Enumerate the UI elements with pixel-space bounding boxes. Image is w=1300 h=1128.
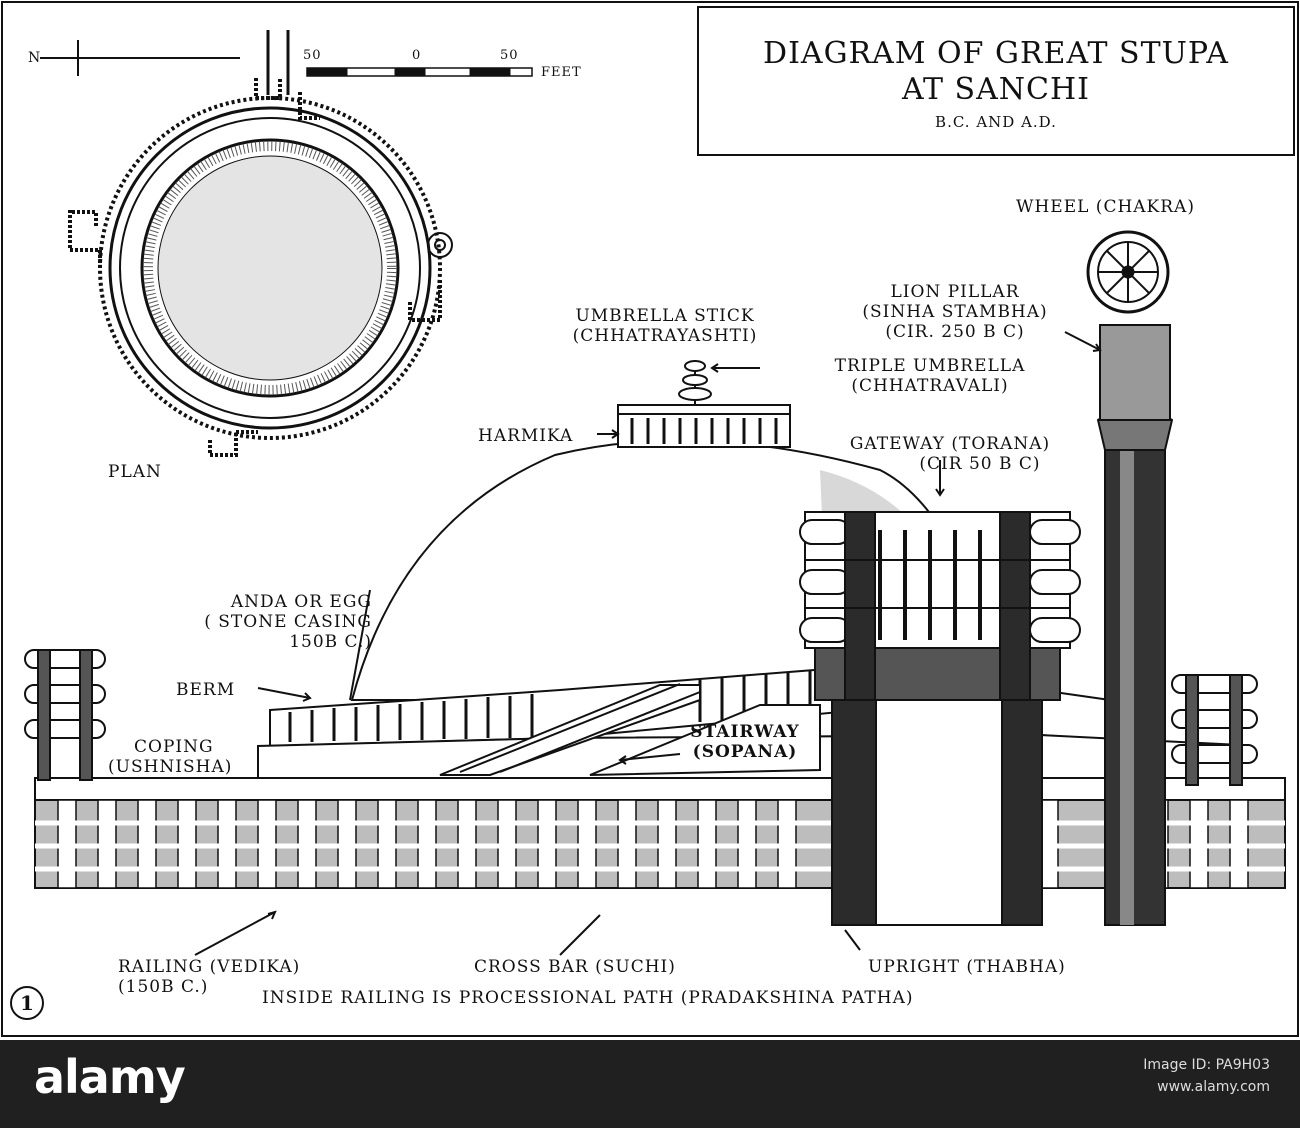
right-side-gateway xyxy=(1171,674,1258,786)
gateway-label: GATEWAY (TORANA) (CIR 50 B C) xyxy=(825,434,1075,474)
wheel-label: WHEEL (CHAKRA) xyxy=(1016,197,1195,217)
stairway-line-2: (SOPANA) xyxy=(692,742,798,762)
upright-label: UPRIGHT (THABHA) xyxy=(868,957,1066,977)
scale-mid-value: 0 xyxy=(412,48,422,63)
scale-left-value: 50 xyxy=(303,48,322,63)
anda-line-2: ( STONE CASING xyxy=(204,612,372,632)
site-url: www.alamy.com xyxy=(1157,1079,1270,1095)
lion-pillar-line-3: (CIR. 250 B C) xyxy=(885,322,1025,342)
plan-drawing xyxy=(40,30,453,457)
image-info: Image ID: PA9H03 www.alamy.com xyxy=(1143,1054,1270,1098)
title-sub: AT SANCHI xyxy=(901,72,1090,107)
coping-label: COPING (USHNISHA) xyxy=(108,737,232,777)
figure-number: 1 xyxy=(10,986,44,1020)
title-box: DIAGRAM OF GREAT STUPA AT SANCHI B.C. AN… xyxy=(697,6,1295,156)
railing-label: RAILING (VEDIKA) (150B C.) xyxy=(118,957,300,997)
brand-logo: alamy xyxy=(34,1050,186,1104)
plan-label: PLAN xyxy=(108,462,162,482)
stupa-diagram-figure: DIAGRAM OF GREAT STUPA AT SANCHI B.C. AN… xyxy=(1,1,1299,1037)
lion-pillar-line-1: LION PILLAR xyxy=(890,282,1020,302)
processional-path-label: INSIDE RAILING IS PROCESSIONAL PATH (PRA… xyxy=(262,988,914,1008)
cross-bar-label: CROSS BAR (SUCHI) xyxy=(474,957,676,977)
coping-line-1: COPING xyxy=(134,737,214,757)
title-date: B.C. AND A.D. xyxy=(935,113,1057,131)
stairway-label: STAIRWAY (SOPANA) xyxy=(660,722,830,762)
gateway-line-2: (CIR 50 B C) xyxy=(919,454,1041,474)
triple-umbrella-line-1: TRIPLE UMBRELLA xyxy=(834,356,1026,376)
anda-line-3: 150B C.) xyxy=(289,632,372,652)
gateway-line-1: GATEWAY (TORANA) xyxy=(849,434,1051,454)
compass-north-label: N xyxy=(28,50,42,66)
berm-label: BERM xyxy=(176,680,236,700)
umbrella-stick-line-1: UMBRELLA STICK xyxy=(575,306,755,326)
triple-umbrella-label: TRIPLE UMBRELLA (CHHATRAVALI) xyxy=(795,356,1065,396)
gateway-torana xyxy=(799,511,1081,926)
scale-bar xyxy=(306,67,533,77)
lion-pillar xyxy=(1086,230,1174,926)
scale-unit: FEET xyxy=(541,65,582,80)
umbrella-stick-line-2: (CHHATRAYASHTI) xyxy=(572,326,758,346)
stock-footer-bar: alamy Image ID: PA9H03 www.alamy.com xyxy=(0,1040,1300,1128)
leader-arrows xyxy=(194,331,1102,956)
anda-label: ANDA OR EGG ( STONE CASING 150B C.) xyxy=(120,592,372,652)
railing-line-1: RAILING (VEDIKA) xyxy=(118,957,301,977)
lion-pillar-line-2: (SINHA STAMBHA) xyxy=(862,302,1048,322)
coping-line-2: (USHNISHA) xyxy=(108,757,233,777)
triple-umbrella xyxy=(678,360,712,405)
railing-line-2: (150B C.) xyxy=(118,977,209,997)
harmika-label: HARMIKA xyxy=(478,426,574,446)
title-main: DIAGRAM OF GREAT STUPA xyxy=(763,36,1229,71)
umbrella-stick-label: UMBRELLA STICK (CHHATRAYASHTI) xyxy=(535,306,795,346)
lion-pillar-label: LION PILLAR (SINHA STAMBHA) (CIR. 250 B … xyxy=(840,282,1070,342)
harmika xyxy=(617,404,791,448)
anda-line-1: ANDA OR EGG xyxy=(230,592,372,612)
ground-railing xyxy=(34,777,1286,889)
stupa-illustration xyxy=(1,1,1299,1037)
scale-right-value: 50 xyxy=(500,48,519,63)
left-side-gateway xyxy=(24,649,106,781)
image-id: Image ID: PA9H03 xyxy=(1143,1057,1270,1073)
stairway-line-1: STAIRWAY xyxy=(690,722,800,742)
figure-border xyxy=(1,1,1299,1037)
triple-umbrella-line-2: (CHHATRAVALI) xyxy=(851,376,1009,396)
